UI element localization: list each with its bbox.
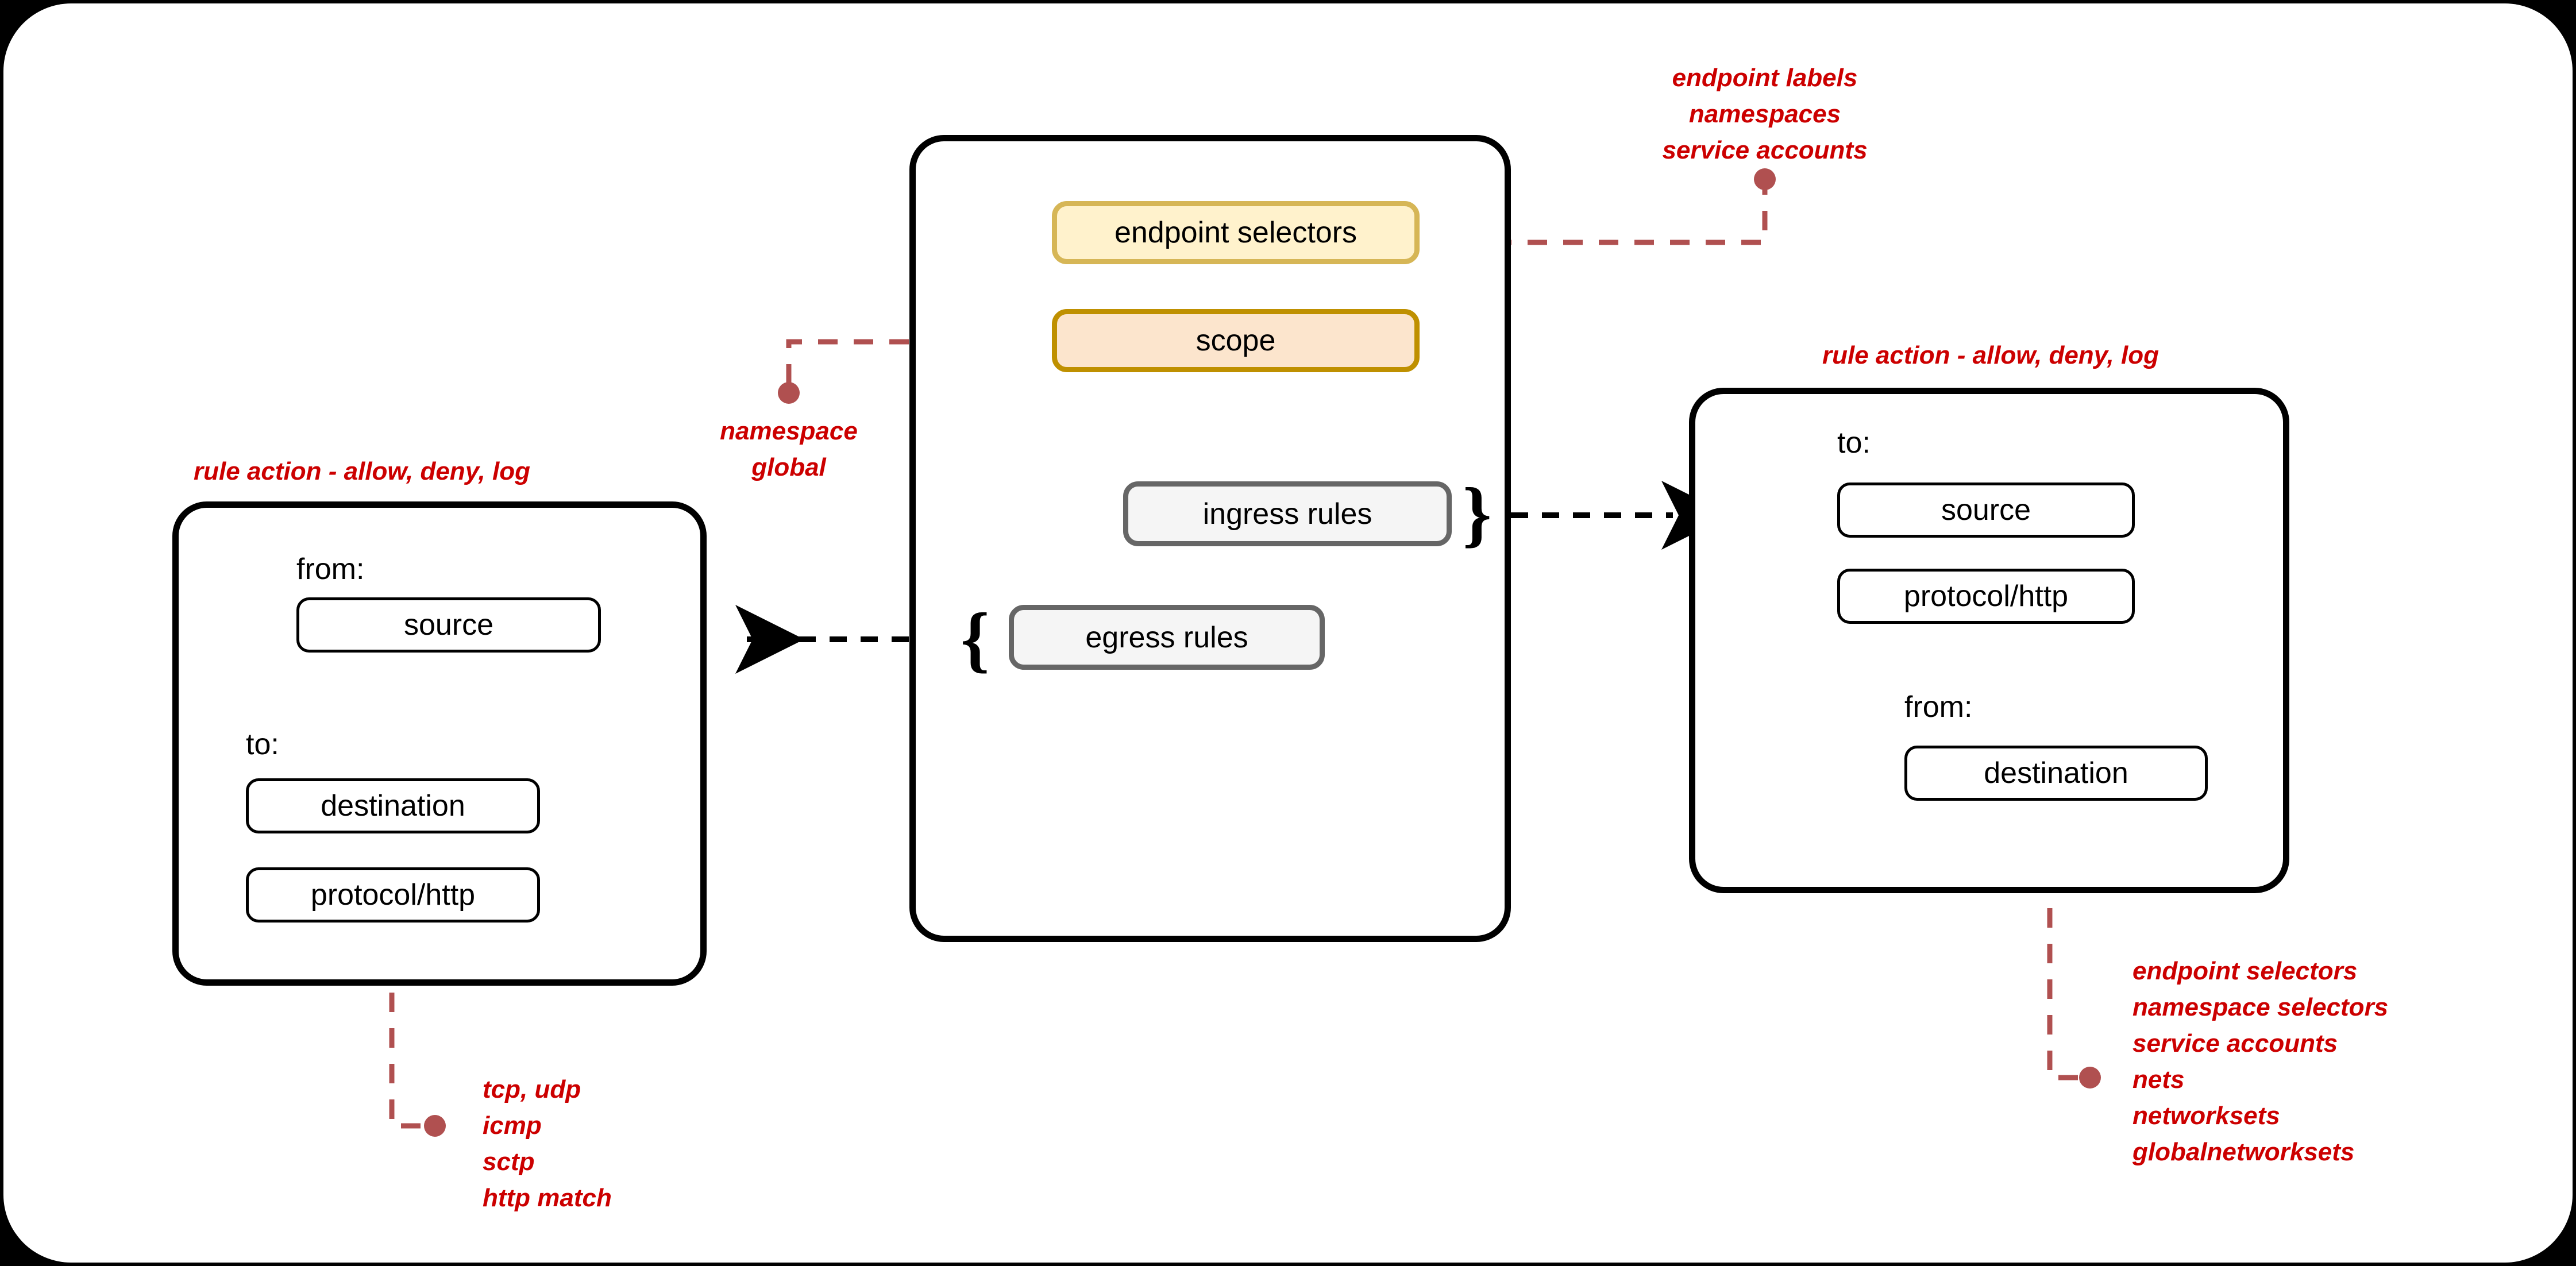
right-to-label: to: [1837, 426, 1871, 460]
box-scope[interactable]: scope [1052, 309, 1420, 372]
left-to-label: to: [246, 728, 279, 761]
box-egress-rules[interactable]: egress rules [1009, 605, 1325, 670]
left-panel-heading: rule action - allow, deny, log [194, 457, 530, 485]
right-from-label: from: [1904, 690, 1973, 724]
annotation-destination-right: endpoint selectors namespace selectors s… [2132, 957, 2389, 1166]
left-box-source[interactable]: source [296, 597, 601, 653]
right-box-source[interactable]: source [1837, 483, 2135, 538]
box-endpoint-selectors[interactable]: endpoint selectors [1052, 201, 1420, 264]
right-panel-heading: rule action - allow, deny, log [1822, 341, 2159, 369]
left-box-destination[interactable]: destination [246, 778, 540, 833]
box-ingress-rules[interactable]: ingress rules [1123, 481, 1452, 546]
left-from-label: from: [296, 553, 365, 586]
annotation-scope: namespace global [720, 417, 858, 481]
right-box-protocol-http[interactable]: protocol/http [1837, 569, 2135, 624]
right-panel [1689, 388, 2289, 893]
brace-egress: { [961, 598, 990, 680]
left-box-protocol-http[interactable]: protocol/http [246, 867, 540, 923]
annotation-protocol-http-left: tcp, udp icmp sctp http match [483, 1075, 612, 1212]
right-box-destination[interactable]: destination [1904, 746, 2208, 801]
brace-ingress: } [1463, 473, 1492, 554]
annotation-endpoint-selectors: endpoint labels namespaces service accou… [1662, 64, 1868, 164]
